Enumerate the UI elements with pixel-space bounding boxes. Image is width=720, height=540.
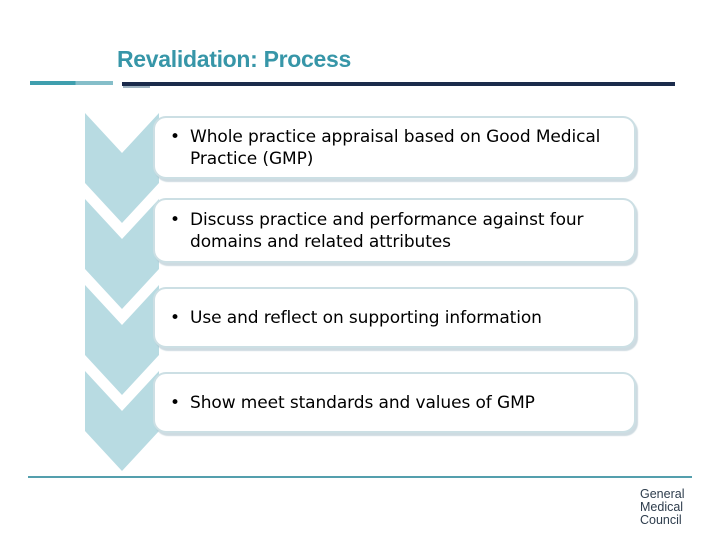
title-underline [122, 82, 675, 86]
process-step-text-1: Whole practice appraisal based on Good M… [190, 126, 601, 169]
title-underline-shadow [123, 86, 150, 88]
process-step-box-1: • Whole practice appraisal based on Good… [153, 116, 636, 179]
process-step-box-2: • Discuss practice and performance again… [153, 198, 636, 263]
gmc-logo-line: Medical [640, 499, 684, 514]
process-step-text-2: Discuss practice and performance against… [190, 209, 584, 252]
chevron-down-icon [85, 371, 159, 471]
title-underline-accent [30, 81, 113, 85]
process-step-box-3: • Use and reflect on supporting informat… [153, 287, 636, 348]
process-step-text-4: Show meet standards and values of GMP [190, 392, 535, 413]
gmc-logo: General Medical Council [640, 488, 684, 526]
footer-divider [28, 476, 692, 478]
gmc-logo-line: General [640, 487, 685, 501]
process-step-text-3: Use and reflect on supporting informatio… [190, 307, 542, 328]
gmc-logo-line: Council [640, 512, 682, 527]
chevron-down-icon [85, 199, 159, 309]
bullet-marker: • [170, 392, 181, 413]
chevron-down-icon [85, 113, 159, 223]
slide-title: Revalidation: Process [117, 46, 352, 72]
bullet-marker: • [170, 307, 181, 328]
chevron-down-icon [85, 285, 159, 395]
process-step-box-4: • Show meet standards and values of GMP [153, 372, 636, 433]
bullet-marker: • [170, 209, 181, 230]
bullet-marker: • [170, 126, 181, 147]
